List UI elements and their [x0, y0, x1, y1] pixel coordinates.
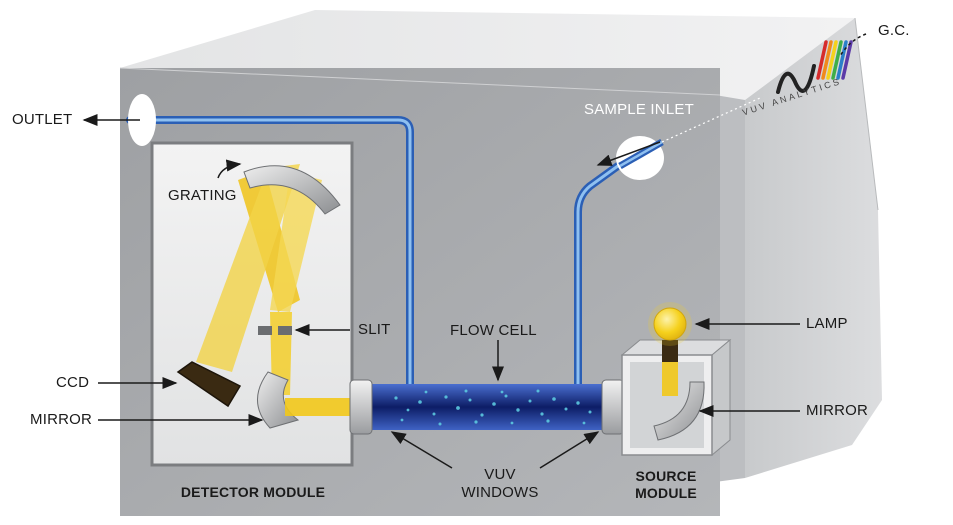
label-source-module: SOURCE MODULE: [620, 468, 712, 502]
brand-logo: [776, 40, 853, 94]
source-module: [620, 338, 732, 457]
detector-light-beams: [196, 164, 322, 395]
label-ccd: CCD: [56, 374, 90, 391]
brand-stripe: [826, 40, 838, 80]
slit-element: [258, 326, 292, 335]
flow-cell-particles: [394, 389, 592, 426]
label-slit: SLIT: [358, 321, 391, 338]
brand-stripe: [836, 40, 848, 80]
outlet-tube: [126, 116, 414, 394]
ccd-sensor: [176, 361, 242, 408]
label-sample-inlet: SAMPLE INLET: [584, 101, 694, 118]
lamp: [648, 302, 692, 362]
brand-stripe: [831, 40, 843, 80]
label-vuv-windows-line2: WINDOWS: [461, 484, 539, 501]
label-mirror-left: MIRROR: [30, 411, 93, 428]
label-gc: G.C.: [878, 22, 910, 39]
label-grating: GRATING: [168, 187, 237, 204]
label-vuv-windows-line1: VUV: [484, 466, 516, 483]
grating-element: [243, 165, 341, 215]
brand-stripe: [816, 40, 828, 80]
brand-stripe: [821, 40, 833, 80]
label-detector-module: DETECTOR MODULE: [180, 484, 326, 500]
sample-inlet-tube: [574, 146, 644, 394]
label-source-module-line2: MODULE: [635, 485, 697, 501]
vuv-window-left: [349, 379, 373, 435]
housing-side-face: [745, 18, 882, 478]
label-mirror-right: MIRROR: [806, 402, 869, 419]
vuv-window-right: [601, 379, 625, 435]
label-outlet: OUTLET: [12, 111, 73, 128]
brand-stripe: [841, 40, 853, 80]
outlet-port: [128, 94, 156, 146]
label-source-module-line1: SOURCE: [635, 468, 697, 484]
label-flow-cell: FLOW CELL: [450, 322, 537, 339]
label-vuv-windows: VUV WINDOWS: [450, 466, 550, 502]
label-lamp: LAMP: [806, 315, 848, 332]
flow-cell: [349, 379, 625, 435]
leader-lines: [82, 33, 867, 469]
